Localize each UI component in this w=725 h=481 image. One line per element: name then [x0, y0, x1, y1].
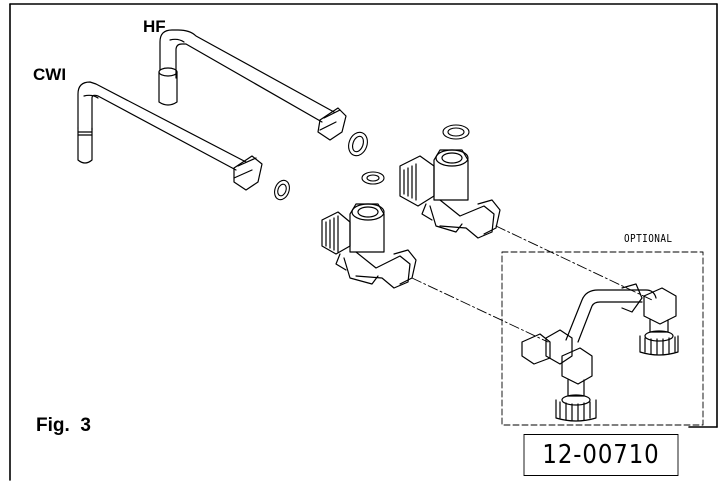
cwi-pipe [77, 81, 263, 191]
optional-label: OPTIONAL [624, 232, 673, 245]
optional-box [501, 251, 704, 426]
washers [274, 124, 470, 201]
upper-valve [399, 149, 501, 239]
drawing-code-box: 12-00710 [523, 434, 679, 476]
leader-lines [411, 225, 653, 343]
hf-label: HF [143, 17, 166, 36]
drawing-border [9, 3, 718, 481]
optional-manifold [521, 283, 679, 422]
hf-pipe [158, 29, 347, 141]
figure-caption: Fig. 3 [36, 415, 91, 436]
lower-valve [321, 203, 417, 289]
cwi-label: CWI [33, 65, 67, 84]
